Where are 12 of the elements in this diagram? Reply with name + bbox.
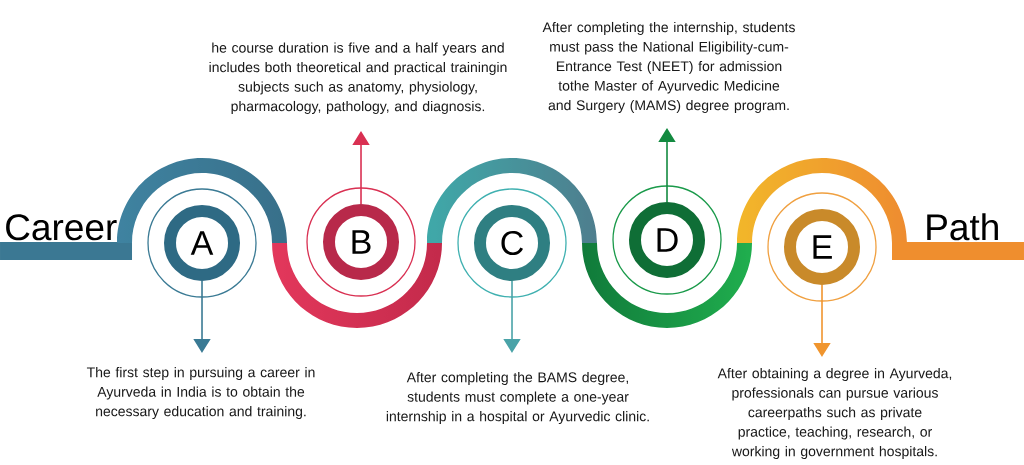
heading-text: Career [6,214,117,241]
description-text: he course duration is five and a half years and includes both theoretical and practical trainingin subjects such as anatomy, physiology, pharmacology, pathology, and diagnosis. [209,42,507,114]
arrow [813,284,831,357]
arrow [193,280,211,353]
arrow [503,280,521,353]
description-text: After completing the BAMS degree, students must complete a one-year internship in a hospital or Ayurvedic clinic. [386,372,649,425]
arrow [352,131,370,205]
arrow [658,128,676,203]
description-text: The first step in pursuing a career in Ayurveda in India is to obtain the necessary education and training. [86,367,315,420]
heading-text: Path [927,213,998,241]
description-text: After obtaining a degree in Ayurveda, professionals can pursue various careerpaths such as private practice, teaching, research, or working in government hospitals. [717,368,952,460]
description-text: After completing the internship, students must pass the National Eligibility-cum-Entrance Test (NEET) for admission tothe Master of Ayurvedic Medicine and Surgery (MAMS) degree program. [542,21,795,113]
